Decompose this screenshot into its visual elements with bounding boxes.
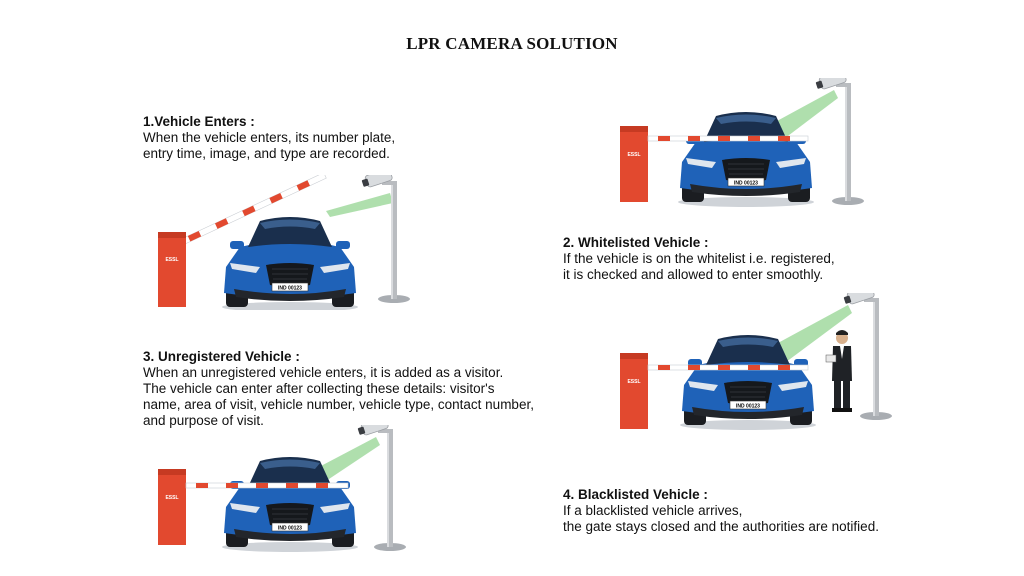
- step-heading: 4. Blacklisted Vehicle :: [563, 487, 708, 502]
- scene-unregistered-vehicle: ESSL IND 00123: [612, 293, 902, 431]
- car: IND 00123: [221, 456, 359, 553]
- step-line: The vehicle can enter after collecting t…: [143, 381, 495, 396]
- car: IND 00123: [679, 334, 817, 431]
- page-title: LPR CAMERA SOLUTION: [406, 34, 618, 53]
- step-vehicle-enters: 1.Vehicle Enters : When the vehicle ente…: [143, 114, 395, 162]
- step-heading: 2. Whitelisted Vehicle :: [563, 235, 709, 250]
- step-blacklisted-vehicle: 4. Blacklisted Vehicle : If a blackliste…: [563, 487, 879, 535]
- step-heading: 1.Vehicle Enters :: [143, 114, 255, 129]
- step-line: and purpose of visit.: [143, 413, 264, 428]
- scene-illustration: ESSL IND 00123: [158, 175, 411, 310]
- security-guard: [825, 330, 852, 412]
- license-plate: IND 00123: [734, 181, 758, 187]
- boom-arm: [178, 175, 327, 247]
- barrier-gate: ESSL: [620, 353, 648, 429]
- barrier-gate: ESSL: [158, 469, 186, 545]
- barrier-logo: ESSL: [627, 152, 640, 158]
- step-unregistered-vehicle: 3. Unregistered Vehicle : When an unregi…: [143, 349, 534, 429]
- scene-illustration: ESSL IND 00123: [620, 78, 865, 208]
- scene-illustration: ESSL IND 00123: [158, 425, 407, 553]
- step-line: name, area of visit, vehicle number, veh…: [143, 397, 534, 412]
- step-line: When an unregistered vehicle enters, it …: [143, 365, 504, 380]
- scene-illustration: ESSL IND 00123: [620, 293, 893, 431]
- license-plate: IND 00123: [278, 286, 302, 292]
- car: IND 00123: [677, 111, 815, 208]
- step-line: it is checked and allowed to enter smoot…: [563, 267, 824, 282]
- step-line: If the vehicle is on the whitelist i.e. …: [563, 251, 835, 266]
- barrier-logo: ESSL: [627, 379, 640, 385]
- boom-arm: [185, 482, 349, 489]
- license-plate: IND 00123: [278, 526, 302, 532]
- step-line: the gate stays closed and the authoritie…: [563, 519, 879, 534]
- step-whitelisted-vehicle: 2. Whitelisted Vehicle : If the vehicle …: [563, 235, 835, 283]
- barrier-gate: ESSL: [620, 126, 648, 202]
- step-line: If a blacklisted vehicle arrives,: [563, 503, 743, 518]
- step-line: When the vehicle enters, its number plat…: [143, 130, 396, 145]
- barrier-gate: ESSL: [158, 232, 186, 307]
- car: IND 00123: [221, 216, 359, 310]
- license-plate: IND 00123: [736, 404, 760, 410]
- camera-scan-beam: [326, 193, 393, 217]
- step-line: entry time, image, and type are recorded…: [143, 146, 390, 161]
- barrier-logo: ESSL: [165, 257, 178, 263]
- step-heading: 3. Unregistered Vehicle :: [143, 349, 300, 364]
- scene-blacklisted-vehicle: ESSL IND 00123: [150, 425, 420, 555]
- barrier-logo: ESSL: [165, 495, 178, 501]
- boom-arm: [647, 364, 809, 371]
- scene-vehicle-enters: ESSL IND 00123: [150, 175, 420, 310]
- boom-arm: [647, 135, 809, 142]
- lpr-camera-pole: [360, 175, 411, 304]
- scene-whitelisted-vehicle: ESSL IND 00123: [612, 78, 882, 208]
